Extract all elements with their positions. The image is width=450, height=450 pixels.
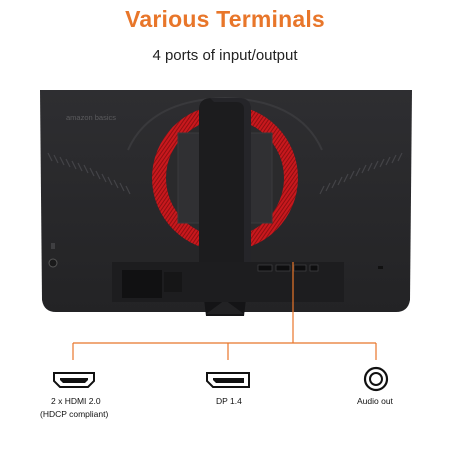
hdmi-hdcp-note: (HDCP compliant)	[40, 409, 109, 419]
audio-out-label: Audio out	[357, 396, 393, 406]
right-vent	[319, 152, 403, 195]
displayport-icon	[206, 372, 250, 388]
hdmi-port-label: 2 x HDMI 2.0	[51, 396, 101, 406]
audio-jack-icon	[363, 366, 389, 392]
monitor-back-image: amazon basics	[0, 80, 450, 380]
page-title: Various Terminals	[125, 6, 325, 32]
left-vent	[47, 152, 131, 195]
power-button	[48, 258, 58, 268]
port-row	[257, 264, 319, 272]
lock-slot	[378, 266, 383, 269]
hdmi-port-icon	[53, 372, 95, 388]
page-subtitle: 4 ports of input/output	[152, 47, 298, 64]
displayport-label: DP 1.4	[216, 396, 242, 406]
brand-logo-text: amazon basics	[66, 113, 116, 122]
left-port-recess	[122, 270, 162, 298]
stand-neck	[199, 98, 251, 290]
